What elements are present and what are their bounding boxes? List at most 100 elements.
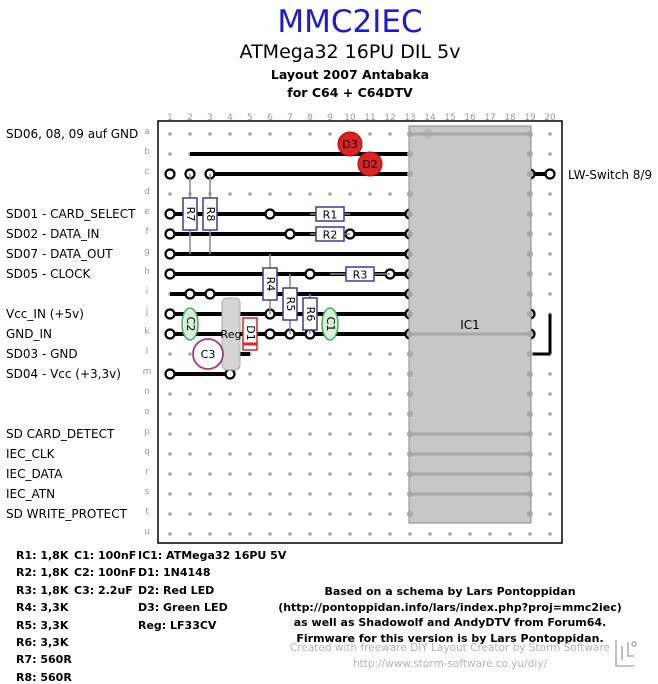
board-hole bbox=[348, 492, 352, 496]
ic1-pin bbox=[527, 511, 533, 517]
ic1-pin bbox=[527, 151, 533, 157]
board-hole bbox=[548, 232, 552, 236]
legend-entry: R6: 3,3K bbox=[16, 636, 69, 649]
ic1-pin bbox=[407, 391, 413, 397]
board-hole bbox=[348, 392, 352, 396]
board-hole bbox=[348, 372, 352, 376]
board-hole bbox=[388, 432, 392, 436]
board-hole bbox=[548, 132, 552, 136]
board-hole bbox=[288, 132, 292, 136]
resistor-label: R4 bbox=[264, 277, 277, 292]
board-hole bbox=[248, 412, 252, 416]
ic1-pin bbox=[407, 511, 413, 517]
board-hole bbox=[328, 492, 332, 496]
regulator-label: Reg bbox=[221, 328, 242, 341]
board-hole bbox=[288, 392, 292, 396]
led-label: D2 bbox=[362, 158, 377, 171]
resistor-body bbox=[315, 206, 345, 222]
ic1-pin bbox=[407, 211, 413, 217]
solder-pad bbox=[164, 328, 176, 340]
row-letter: o bbox=[144, 407, 150, 417]
ic1-pin bbox=[407, 311, 413, 317]
board-hole bbox=[328, 192, 332, 196]
led-body bbox=[337, 131, 363, 157]
board-hole bbox=[268, 372, 272, 376]
row-letter: n bbox=[144, 387, 150, 397]
board-hole bbox=[268, 192, 272, 196]
resistor-label: R6 bbox=[304, 307, 317, 322]
board-hole bbox=[308, 432, 312, 436]
diode-label: D1 bbox=[244, 325, 257, 340]
board-hole bbox=[248, 372, 252, 376]
board-hole bbox=[468, 532, 472, 536]
solder-pad bbox=[164, 168, 176, 180]
pin-label: Vcc_IN (+5v) bbox=[6, 307, 84, 321]
board-hole bbox=[348, 432, 352, 436]
board-hole bbox=[248, 512, 252, 516]
row-letter: b bbox=[144, 147, 150, 157]
column-number: 18 bbox=[504, 113, 516, 123]
watermark-line: Created with freeware DIY Layout Creator… bbox=[290, 642, 610, 654]
board-hole bbox=[228, 132, 232, 136]
led-body bbox=[357, 151, 383, 177]
board-hole bbox=[328, 532, 332, 536]
board-hole bbox=[388, 512, 392, 516]
solder-pad bbox=[164, 228, 176, 240]
resistor-label: R5 bbox=[284, 297, 297, 312]
board-hole bbox=[248, 132, 252, 136]
row-letter: l bbox=[145, 347, 149, 357]
board-hole bbox=[308, 192, 312, 196]
legend-entry: R8: 560R bbox=[16, 670, 72, 684]
board-hole bbox=[328, 372, 332, 376]
pin-label: IEC_DATA bbox=[6, 467, 63, 481]
row-letter: i bbox=[145, 287, 149, 297]
board-hole bbox=[288, 432, 292, 436]
credit-line: Based on a schema by Lars Pontoppidan bbox=[324, 585, 576, 598]
column-number: 3 bbox=[207, 113, 213, 123]
board-hole bbox=[208, 432, 212, 436]
ic1-pin bbox=[527, 191, 533, 197]
board-hole bbox=[328, 412, 332, 416]
resistor-body bbox=[302, 297, 318, 331]
pin-label: SD06, 08, 09 auf GND bbox=[6, 127, 139, 141]
row-letter: t bbox=[145, 507, 149, 517]
board-hole bbox=[288, 372, 292, 376]
diode-body bbox=[242, 317, 258, 351]
solder-pad bbox=[164, 268, 176, 280]
board-hole bbox=[228, 472, 232, 476]
row-letter: f bbox=[145, 227, 149, 237]
board-hole bbox=[208, 132, 212, 136]
board-hole bbox=[548, 432, 552, 436]
board-hole bbox=[248, 432, 252, 436]
column-number: 17 bbox=[484, 113, 496, 123]
legend-entry: Reg: LF33CV bbox=[138, 618, 217, 632]
legend-entry: R5: 3,3K bbox=[16, 618, 69, 632]
board-hole bbox=[248, 452, 252, 456]
board-hole bbox=[208, 392, 212, 396]
legend-entry: C2: 100nF bbox=[74, 566, 137, 580]
board-hole bbox=[348, 412, 352, 416]
legend-entry: C3: 2.2uF bbox=[74, 583, 133, 597]
board-hole bbox=[308, 352, 312, 356]
column-number: 8 bbox=[307, 113, 313, 123]
board-hole bbox=[528, 532, 532, 536]
solder-pad bbox=[184, 288, 196, 300]
board-hole bbox=[268, 512, 272, 516]
board-hole bbox=[368, 452, 372, 456]
solder-pad bbox=[544, 168, 556, 180]
board-hole bbox=[548, 392, 552, 396]
board-hole bbox=[368, 372, 372, 376]
resistor-body bbox=[315, 226, 345, 242]
board-hole bbox=[388, 372, 392, 376]
board-hole bbox=[168, 452, 172, 456]
pin-label: IEC_CLK bbox=[6, 447, 55, 461]
board-hole bbox=[248, 532, 252, 536]
capacitor-body bbox=[321, 307, 339, 341]
column-number: 7 bbox=[287, 113, 293, 123]
board-hole bbox=[548, 472, 552, 476]
ic1-pin bbox=[527, 291, 533, 297]
column-number: 4 bbox=[227, 113, 233, 123]
column-number: 12 bbox=[384, 113, 396, 123]
ic1-pin bbox=[527, 391, 533, 397]
board-hole bbox=[448, 532, 452, 536]
